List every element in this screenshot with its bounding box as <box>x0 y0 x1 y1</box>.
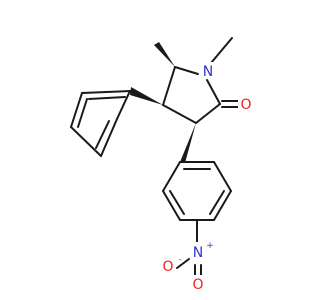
bond-ph-3 <box>70 126 102 157</box>
bond-c2-n <box>206 79 221 105</box>
label-bg-o-carbonyl <box>238 95 254 112</box>
charge-n-nitro: + <box>206 241 214 251</box>
bond-n-methyl <box>210 37 233 64</box>
bond-ar-2 <box>213 161 232 192</box>
bond-n-c5 <box>174 66 199 75</box>
atom-labels: N O N + O - O <box>160 62 254 293</box>
bond-c5-c4 <box>162 66 176 106</box>
bond-ar-5 <box>162 190 181 221</box>
atom-o-nitro-minus: O <box>162 259 173 275</box>
bond-ph-inner-1 <box>95 120 110 149</box>
bond-c3-c2 <box>195 103 221 124</box>
bond-ph-inner-3 <box>88 96 126 100</box>
bond-ph-inner-2 <box>77 98 88 128</box>
bond-ar-6 <box>162 161 181 192</box>
wedge-c5-methyl <box>154 42 175 67</box>
bond-ar-inner-2 <box>209 190 225 215</box>
bond-ph-4 <box>70 92 83 128</box>
atom-o-carbonyl: O <box>240 97 251 113</box>
bond-ph-1 <box>116 90 131 120</box>
label-bg-n-nitro <box>190 242 206 259</box>
wedge-c4-phenyl <box>130 87 163 105</box>
atom-n-ring: N <box>203 64 213 80</box>
bond-nitro-o-left <box>176 258 190 269</box>
atom-o-nitro: O <box>192 277 203 293</box>
bond-c4-c3 <box>162 104 197 124</box>
bonds <box>70 37 239 276</box>
bond-ph-5 <box>81 90 131 94</box>
bond-ar-inner-3 <box>169 190 185 215</box>
atom-n-nitro: N <box>193 245 203 261</box>
bond-ar-3 <box>213 190 232 221</box>
label-bg-n-ring <box>200 62 216 79</box>
stereo-bonds <box>130 42 196 163</box>
bond-ph-2 <box>100 118 118 157</box>
structure-canvas: N O N + O - O <box>70 37 254 293</box>
label-bg-o-nitro-minus <box>160 257 176 274</box>
charge-o-nitro: - <box>178 255 181 265</box>
wedge-c3-aryl <box>180 123 196 163</box>
label-bg-o-nitro <box>190 275 206 292</box>
